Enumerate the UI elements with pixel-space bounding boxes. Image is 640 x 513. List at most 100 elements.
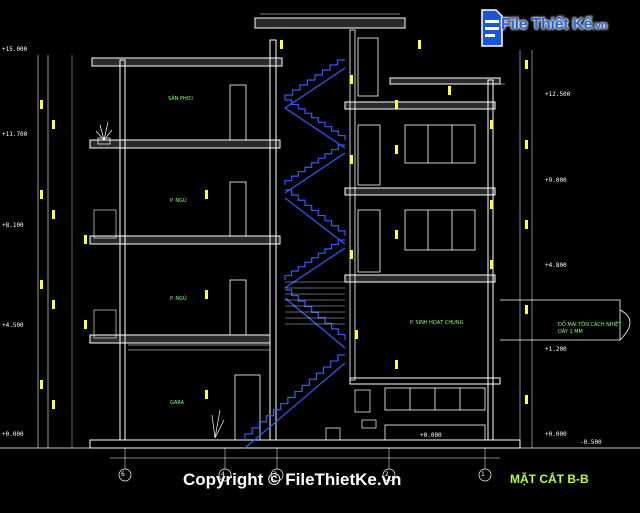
dimension-tick — [40, 280, 43, 289]
dimension-tick — [525, 395, 528, 404]
room-label-p-ngu-2: P. NGỦ — [170, 296, 187, 302]
door-3 — [229, 279, 247, 336]
dimension-tick — [280, 40, 283, 49]
logo-suffix-text: .vn — [592, 20, 608, 32]
filethietke-logo: File Thiết Kế.vn — [478, 2, 638, 54]
dimension-tick — [205, 290, 208, 299]
roof-note-line-2: DÀY 1 MM — [558, 329, 583, 335]
dimension-tick — [350, 155, 353, 164]
room-label-sinh-hoat: P. SINH HOẠT CHUNG — [410, 320, 464, 326]
copyright-watermark: Copyright © FileThietKe.vn — [183, 470, 402, 489]
dimension-tick — [205, 190, 208, 199]
elevation-left-2: +11.700 — [2, 131, 28, 138]
door-2 — [229, 181, 247, 237]
door-gara — [234, 374, 261, 441]
filethietke-logo-icon — [481, 9, 503, 47]
dimension-tick — [525, 305, 528, 314]
elevation-right-6: -0.500 — [580, 439, 602, 446]
dimension-tick — [490, 200, 493, 209]
windows-right-upper — [404, 124, 476, 251]
kitchen-cabinets — [384, 387, 486, 441]
axis-label-6: 6 — [121, 471, 125, 478]
slab-top — [254, 17, 406, 29]
dimension-tick — [52, 210, 55, 219]
stair-flight — [284, 59, 345, 100]
door-top — [357, 37, 379, 97]
stair-stringer — [284, 197, 346, 245]
stair-stringer — [284, 297, 346, 349]
dimension-tick — [84, 235, 87, 244]
elevation-left-4: +4.500 — [2, 322, 24, 329]
dimension-tick — [52, 120, 55, 129]
stair-flight — [284, 144, 345, 185]
dimension-tick — [490, 260, 493, 269]
section-title: MẶT CẮT B-B — [510, 472, 589, 486]
slab-right-1 — [349, 377, 501, 385]
balcony-railing — [93, 209, 270, 351]
grid-axes — [118, 448, 492, 482]
bathroom-fixtures — [325, 389, 377, 440]
slab-right-3 — [344, 187, 496, 196]
slab-right-4 — [344, 101, 496, 110]
dimension-tick — [395, 100, 398, 109]
stair-stringer — [284, 107, 346, 149]
wall-left — [119, 59, 126, 441]
dimension-tick — [350, 75, 353, 84]
roof-note: ĐỔ MÁI TÔN CÁCH NHIỆT DÀY 1 MM — [558, 322, 621, 336]
dimension-tick — [84, 320, 87, 329]
elevation-right-3: +4.800 — [545, 262, 567, 269]
dimension-tick — [525, 140, 528, 149]
wall-stair-right — [349, 29, 356, 381]
dimension-tick — [395, 230, 398, 239]
door-1 — [229, 84, 247, 141]
dimension-tick — [525, 60, 528, 69]
slab-level-2 — [89, 235, 281, 245]
axis-label-4: 4 — [221, 471, 225, 478]
dimension-tick — [395, 145, 398, 154]
stair-stringer — [244, 362, 346, 449]
roof-railing — [260, 13, 505, 85]
roof-note-line-1: ĐỔ MÁI TÔN CÁCH NHIỆT — [558, 322, 622, 328]
dimension-tick — [40, 380, 43, 389]
room-label-gara: GARA — [170, 400, 184, 406]
ground-slab — [89, 439, 521, 449]
stair-flight — [284, 239, 345, 280]
right-annex — [500, 299, 631, 341]
dimension-tick — [490, 120, 493, 129]
stair-stringer — [284, 152, 346, 194]
dimension-marks — [40, 40, 528, 409]
slab-roof — [91, 57, 283, 67]
elevation-right-1: +12.500 — [545, 91, 571, 98]
stair-flight — [285, 289, 346, 340]
logo-main-text: File Thiết Kế — [501, 16, 593, 33]
stair-flight — [285, 189, 346, 236]
dimension-tick — [395, 360, 398, 369]
room-label-san-phoi: SÂN PHƠI — [168, 96, 193, 102]
room-label-p-ngu-1: P. NGỦ — [170, 198, 187, 204]
dimension-tick — [525, 220, 528, 229]
stair-flight — [244, 354, 345, 440]
dimension-tick — [205, 390, 208, 399]
slab-level-3 — [89, 139, 281, 149]
axis-label-3: 3 — [273, 471, 277, 478]
axis-label-2: 2 — [385, 471, 389, 478]
wall-mid — [269, 39, 277, 441]
axis-label-1: 1 — [481, 471, 485, 478]
logo-text: File Thiết Kế.vn — [501, 16, 608, 34]
slab-level-1 — [89, 334, 271, 344]
door-right-2 — [357, 209, 381, 273]
dimension-tick — [40, 190, 43, 199]
elevation-right-4: +1.200 — [545, 346, 567, 353]
stair-stringer — [284, 247, 346, 289]
slab-right-roof — [389, 77, 501, 85]
slab-right-2 — [344, 274, 496, 283]
staircase — [244, 59, 346, 449]
dimension-tick — [350, 250, 353, 259]
dimension-tick — [418, 40, 421, 49]
elevation-right-2: +9.000 — [545, 177, 567, 184]
plant-icon — [95, 121, 225, 439]
elevation-left-3: +8.100 — [2, 222, 24, 229]
dimension-tick — [52, 400, 55, 409]
dimension-tick — [355, 330, 358, 339]
